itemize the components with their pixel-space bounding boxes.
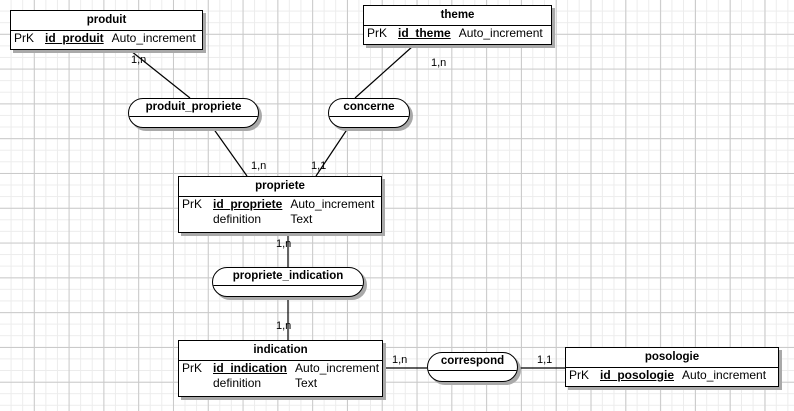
attribute-row: PrK id_indication Auto_increment	[179, 361, 382, 376]
relationship-title-propriete_indication: propriete_indication	[213, 268, 363, 286]
attribute-primary-key-name: id_posologie	[600, 368, 675, 382]
attribute-row: PrK id_theme Auto_increment	[364, 26, 551, 41]
entity-attributes-produit: PrK id_produit Auto_increment	[11, 31, 202, 46]
attribute-name: definition	[213, 376, 262, 390]
entity-attributes-posologie: PrK id_posologie Auto_increment	[566, 368, 778, 383]
attribute-type: Auto_increment	[458, 26, 543, 40]
entity-title-indication: indication	[179, 341, 382, 361]
relationship-produit_propriete[interactable]: produit_propriete	[128, 98, 259, 128]
attribute-key: PrK	[14, 31, 35, 45]
attribute-primary-key-name: id_indication	[213, 361, 288, 375]
cardinality-propriete-from-concerne: 1,1	[311, 160, 327, 172]
relationship-title-concerne: concerne	[329, 99, 409, 117]
relationship-title-produit_propriete: produit_propriete	[129, 99, 258, 117]
relationship-body-propriete_indication	[213, 286, 363, 296]
attribute-type: Auto_increment	[111, 31, 196, 45]
cardinality-theme-side: 1,n	[431, 57, 447, 69]
entity-title-produit: produit	[11, 11, 202, 31]
cardinality-indication-upper: 1,n	[276, 320, 292, 332]
attribute-row: PrK id_produit Auto_increment	[11, 31, 202, 46]
attribute-key: PrK	[182, 361, 203, 375]
attribute-key: PrK	[569, 368, 590, 382]
attribute-key: PrK	[182, 197, 203, 211]
attribute-row: PrK id_propriete Auto_increment	[179, 197, 381, 212]
cardinality-propriete-from-produit: 1,n	[251, 160, 267, 172]
attribute-primary-key-name: id_theme	[398, 26, 451, 40]
entity-attributes-theme: PrK id_theme Auto_increment	[364, 26, 551, 41]
attribute-type: Text	[295, 376, 318, 390]
attribute-row: definition Text	[179, 212, 381, 227]
entity-title-theme: theme	[364, 6, 551, 26]
connector-produit_propriete-to-propriete	[212, 127, 248, 177]
cardinality-produit-side: 1,n	[131, 54, 147, 66]
attribute-name: definition	[213, 212, 262, 226]
attribute-primary-key-name: id_propriete	[213, 197, 283, 211]
attribute-type: Auto_increment	[290, 197, 375, 211]
attribute-type: Auto_increment	[682, 368, 767, 382]
entity-title-propriete: propriete	[179, 177, 381, 197]
entity-title-posologie: posologie	[566, 348, 778, 368]
relationship-propriete_indication[interactable]: propriete_indication	[212, 267, 364, 297]
attribute-row: PrK id_posologie Auto_increment	[566, 368, 778, 383]
relationship-body-concerne	[329, 117, 409, 127]
relationship-concerne[interactable]: concerne	[328, 98, 410, 128]
connector-theme-to-concerne	[354, 45, 414, 99]
cardinality-propriete-to-indication: 1,n	[276, 238, 292, 250]
cardinality-indication-to-correspond: 1,n	[392, 354, 408, 366]
relationship-correspond[interactable]: correspond	[427, 352, 518, 382]
attribute-primary-key-name: id_produit	[45, 31, 104, 45]
entity-attributes-propriete: PrK id_propriete Auto_increment definition T…	[179, 197, 381, 227]
attribute-type: Text	[290, 212, 313, 226]
relationship-title-correspond: correspond	[428, 353, 517, 371]
attribute-key: PrK	[367, 26, 388, 40]
relationship-body-correspond	[428, 371, 517, 381]
attribute-row: definition Text	[179, 376, 382, 391]
relationship-body-produit_propriete	[129, 117, 258, 127]
attribute-type: Auto_increment	[295, 361, 380, 375]
cardinality-correspond-to-posologie: 1,1	[537, 354, 553, 366]
